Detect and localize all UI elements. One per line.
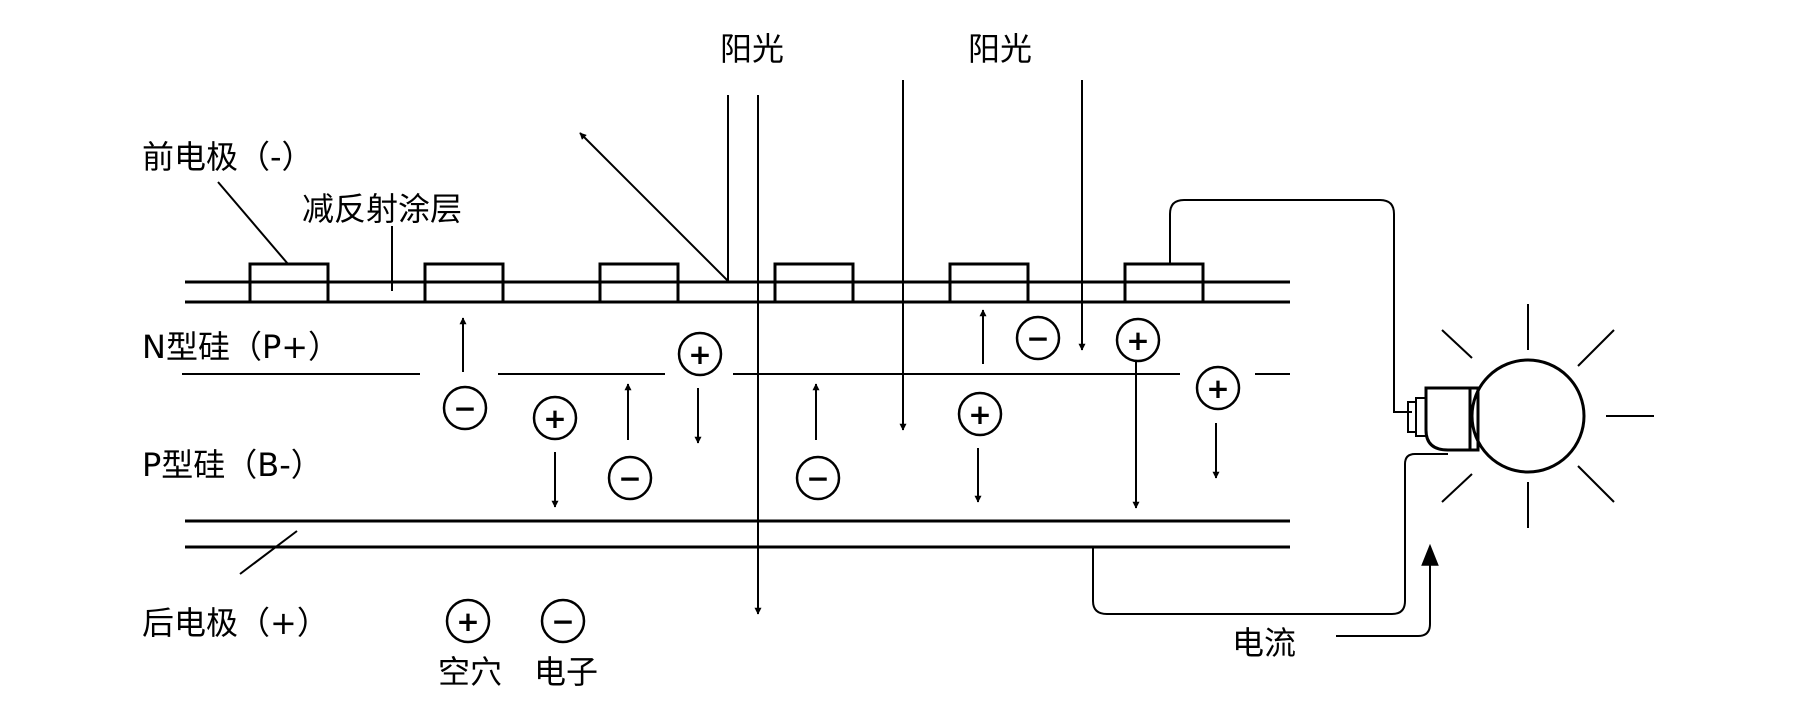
legend: + − 空穴 电子 <box>438 598 598 691</box>
current-label: 电流 <box>1232 624 1296 662</box>
legend-electron-label: 电子 <box>534 653 598 691</box>
hole-carrier: + <box>677 331 723 377</box>
electrode-finger <box>948 262 1030 304</box>
bottom-wire <box>1092 453 1448 615</box>
svg-text:+: + <box>968 398 991 431</box>
anti-reflection-coating-label: 减反射涂层 <box>302 190 462 228</box>
electron-carrier: − <box>795 455 841 501</box>
legend-electron-symbol: − <box>540 598 586 644</box>
electron-carrier: − <box>607 455 653 501</box>
back-electrode-leader <box>239 530 298 575</box>
svg-text:+: + <box>1126 324 1149 357</box>
reflected-ray <box>579 95 729 284</box>
bulb-glow-rays <box>1441 304 1654 528</box>
anti-reflection-coating <box>185 280 1290 304</box>
hole-carrier: + <box>1195 365 1241 411</box>
svg-text:+: + <box>688 338 711 371</box>
svg-text:−: − <box>453 392 476 425</box>
hole-carrier: + <box>532 395 578 441</box>
electrode-finger <box>598 262 680 304</box>
current-arrow <box>1336 543 1439 637</box>
electron-carrier: − <box>1015 315 1061 361</box>
svg-text:−: − <box>1026 322 1049 355</box>
electrode-finger <box>423 262 505 304</box>
top-wire <box>1169 199 1412 413</box>
front-electrode-label: 前电极（-） <box>142 138 314 176</box>
svg-text:+: + <box>543 402 566 435</box>
n-silicon-label: N型硅（P+） <box>142 328 340 366</box>
legend-hole-label: 空穴 <box>438 653 502 691</box>
electrode-finger <box>773 262 855 304</box>
svg-text:−: − <box>551 605 574 638</box>
carrier-arrows <box>459 309 1220 509</box>
legend-hole-symbol: + <box>445 598 491 644</box>
circuit-wires <box>1092 199 1448 615</box>
front-electrode-fingers <box>248 262 1205 304</box>
svg-text:−: − <box>806 462 829 495</box>
sunlight-rays <box>579 80 1086 615</box>
sunlight-label: 阳光 <box>720 30 784 68</box>
hole-carrier: + <box>957 391 1003 437</box>
light-bulb <box>1407 358 1586 474</box>
carriers: − + − + − + − + <box>442 315 1241 501</box>
hole-carrier: + <box>1115 317 1161 363</box>
svg-text:+: + <box>456 605 479 638</box>
electrode-finger <box>1123 262 1205 304</box>
electron-carrier: − <box>442 385 488 431</box>
p-silicon-label: P型硅（B-） <box>142 446 323 484</box>
svg-text:+: + <box>1206 372 1229 405</box>
front-electrode-leader <box>217 181 289 265</box>
electrode-finger <box>248 262 330 304</box>
sunlight-label: 阳光 <box>968 30 1032 68</box>
svg-text:−: − <box>618 462 641 495</box>
back-electrode <box>185 519 1290 549</box>
back-electrode-label: 后电极（+） <box>142 604 329 642</box>
